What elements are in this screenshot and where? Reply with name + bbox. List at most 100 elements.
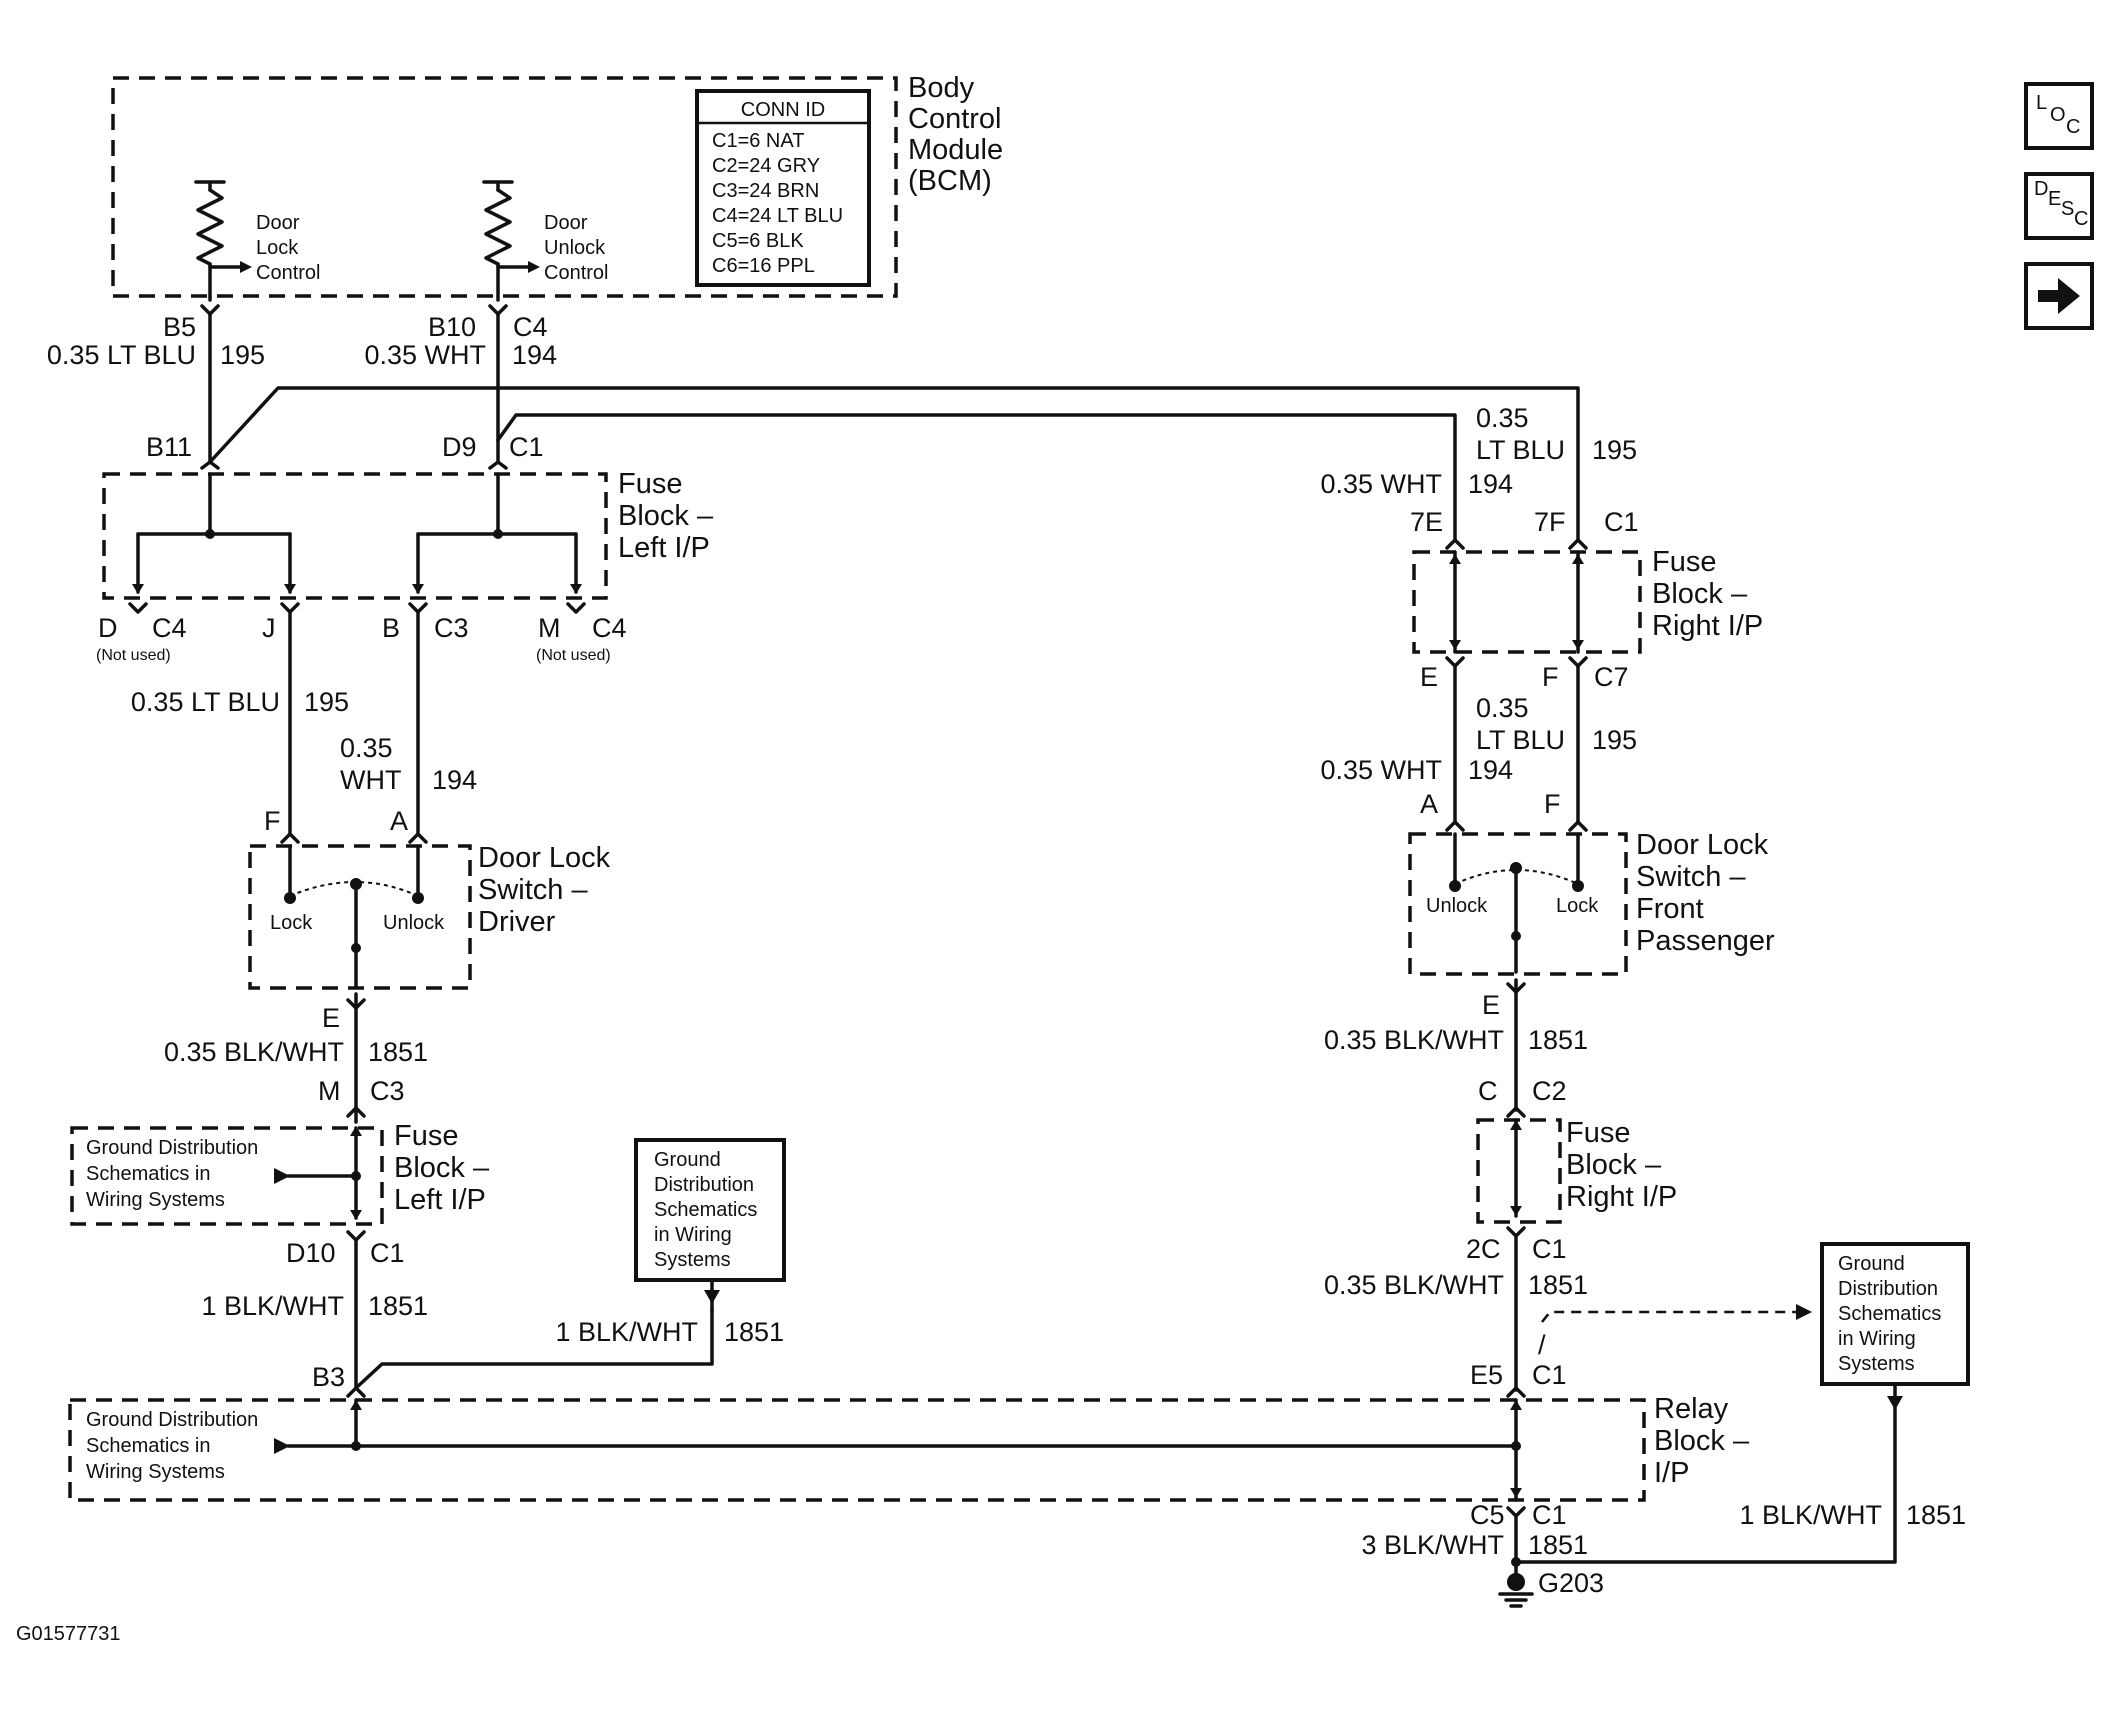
pin-b: B [382, 613, 400, 643]
ground-dist-ref-1: Ground [654, 1149, 721, 1171]
circuit-194: 194 [432, 765, 477, 795]
pin-b3: B3 [312, 1362, 345, 1392]
connector-c1: C1 [1532, 1234, 1567, 1264]
desc-letter: S [2061, 198, 2075, 220]
circuit-194: 194 [1468, 755, 1513, 785]
conn-id-row: C4=24 LT BLU [712, 205, 843, 227]
bcm-title-4: (BCM) [908, 165, 992, 197]
bcm-module: Body Control Module (BCM) CONN ID C1=6 N… [111, 72, 1003, 302]
driver-switch-title-3: Driver [478, 906, 556, 938]
wire-color-wht: 0.35 WHT [1320, 469, 1442, 499]
connector-c1: C1 [370, 1238, 405, 1268]
ground-dist-ref-5: Systems [1838, 1353, 1915, 1375]
connector-c1: C1 [509, 432, 544, 462]
ground-dist-ref-2: Schematics in [86, 1435, 211, 1457]
fuse-block-right-title-2: Block – [1652, 578, 1748, 610]
ground-distribution-box-center [634, 1138, 786, 1314]
pin-2c: 2C [1466, 1234, 1501, 1264]
door-lock-switch-driver [248, 844, 472, 990]
pin-d10: D10 [286, 1238, 336, 1268]
circuit-194: 194 [512, 340, 557, 370]
passenger-switch-title-2: Switch – [1636, 861, 1746, 893]
wire-color-blk-wht: 3 BLK/WHT [1361, 1530, 1504, 1560]
driver-switch-title-2: Switch – [478, 874, 588, 906]
circuit-195: 195 [304, 687, 349, 717]
ground-dist-ref-3: Wiring Systems [86, 1461, 225, 1483]
lock-pullup-resistor-icon [194, 180, 252, 302]
pin-e5: E5 [1470, 1360, 1503, 1390]
fuse-block-right-title-1: Fuse [1566, 1117, 1630, 1149]
pin-e: E [1482, 990, 1500, 1020]
ground-dist-ref-3: Schematics [654, 1199, 757, 1221]
circuit-1851: 1851 [1906, 1500, 1966, 1530]
wire-color-lt-blu: LT BLU [1476, 725, 1565, 755]
next-button[interactable] [2024, 262, 2094, 330]
arrow-right-icon [2038, 278, 2080, 314]
pin-7e: 7E [1410, 507, 1443, 537]
wire-color-blk-wht: 0.35 BLK/WHT [1324, 1025, 1504, 1055]
driver-switch-title-1: Door Lock [478, 842, 611, 874]
figure-id: G01577731 [16, 1623, 121, 1645]
fuse-block-left-title-3: Left I/P [394, 1184, 486, 1216]
conn-id-row: C3=24 BRN [712, 180, 819, 202]
switch-unlock-label: Unlock [383, 912, 445, 934]
connector-c3: C3 [434, 613, 469, 643]
conn-id-row: C5=6 BLK [712, 230, 804, 252]
pin-m: M [538, 613, 561, 643]
wire-gauge: 0.35 [1476, 693, 1529, 723]
pin-a: A [390, 806, 408, 836]
desc-letter: D [2034, 178, 2049, 200]
ground-distribution-box-right [1514, 1242, 1970, 1564]
ground-dist-ref-2: Distribution [654, 1174, 754, 1196]
pin-d9: D9 [442, 432, 477, 462]
pin-m: M [318, 1076, 341, 1106]
door-lock-switch-front-passenger [1408, 832, 1628, 976]
circuit-195: 195 [220, 340, 265, 370]
wire-color-lt-blu: 0.35 LT BLU [131, 687, 280, 717]
wire-color-blk-wht: 0.35 BLK/WHT [164, 1037, 344, 1067]
wire-color-lt-blu: 0.35 LT BLU [47, 340, 196, 370]
fuse-block-left-ip [102, 472, 608, 600]
wire-color-blk-wht: 1 BLK/WHT [201, 1291, 344, 1321]
lock-control-label-2: Lock [256, 237, 299, 259]
bcm-title-2: Control [908, 103, 1002, 135]
loc-button[interactable]: L O C [2024, 82, 2094, 150]
fuse-block-right-ip [1412, 550, 1642, 654]
not-used-note: (Not used) [96, 647, 171, 664]
circuit-1851: 1851 [1528, 1270, 1588, 1300]
connector-c3: C3 [370, 1076, 405, 1106]
desc-button[interactable]: D E S C [2024, 172, 2094, 240]
wire-color-wht: 0.35 WHT [364, 340, 486, 370]
pin-a: A [1420, 789, 1438, 819]
not-used-note: (Not used) [536, 647, 611, 664]
ground-symbol-icon [1498, 1573, 1534, 1608]
pin-d: D [98, 613, 118, 643]
wires-top [208, 312, 1580, 542]
circuit-195: 195 [1592, 435, 1637, 465]
connector-c4: C4 [592, 613, 627, 643]
unlock-control-label-2: Unlock [544, 237, 606, 259]
connector-c1: C1 [1604, 507, 1639, 537]
conn-id-header: CONN ID [741, 99, 825, 121]
wire-color-wht: WHT [340, 765, 401, 795]
pin-f: F [1544, 789, 1561, 819]
relay-block-ip [68, 1398, 1646, 1502]
pin-e: E [1420, 662, 1438, 692]
fuse-block-left-title-1: Fuse [618, 468, 682, 500]
slash-mark: / [1538, 1330, 1546, 1360]
pin-b10: B10 [428, 312, 476, 342]
unlock-pullup-resistor-icon [482, 180, 540, 302]
unlock-control-label-1: Door [544, 212, 588, 234]
circuit-195: 195 [1592, 725, 1637, 755]
fuse-block-left-title-2: Block – [394, 1152, 490, 1184]
desc-letter: C [2074, 208, 2089, 230]
passenger-switch-title-4: Passenger [1636, 925, 1775, 957]
fuse-block-left-title-2: Block – [618, 500, 714, 532]
ground-dist-ref-3: Wiring Systems [86, 1189, 225, 1211]
wire-color-blk-wht: 0.35 BLK/WHT [1324, 1270, 1504, 1300]
lock-control-label-1: Door [256, 212, 300, 234]
desc-letter: E [2048, 188, 2062, 210]
fuse-block-right-ip-lower [1476, 1118, 1562, 1224]
ground-dist-ref-4: in Wiring [1838, 1328, 1916, 1350]
